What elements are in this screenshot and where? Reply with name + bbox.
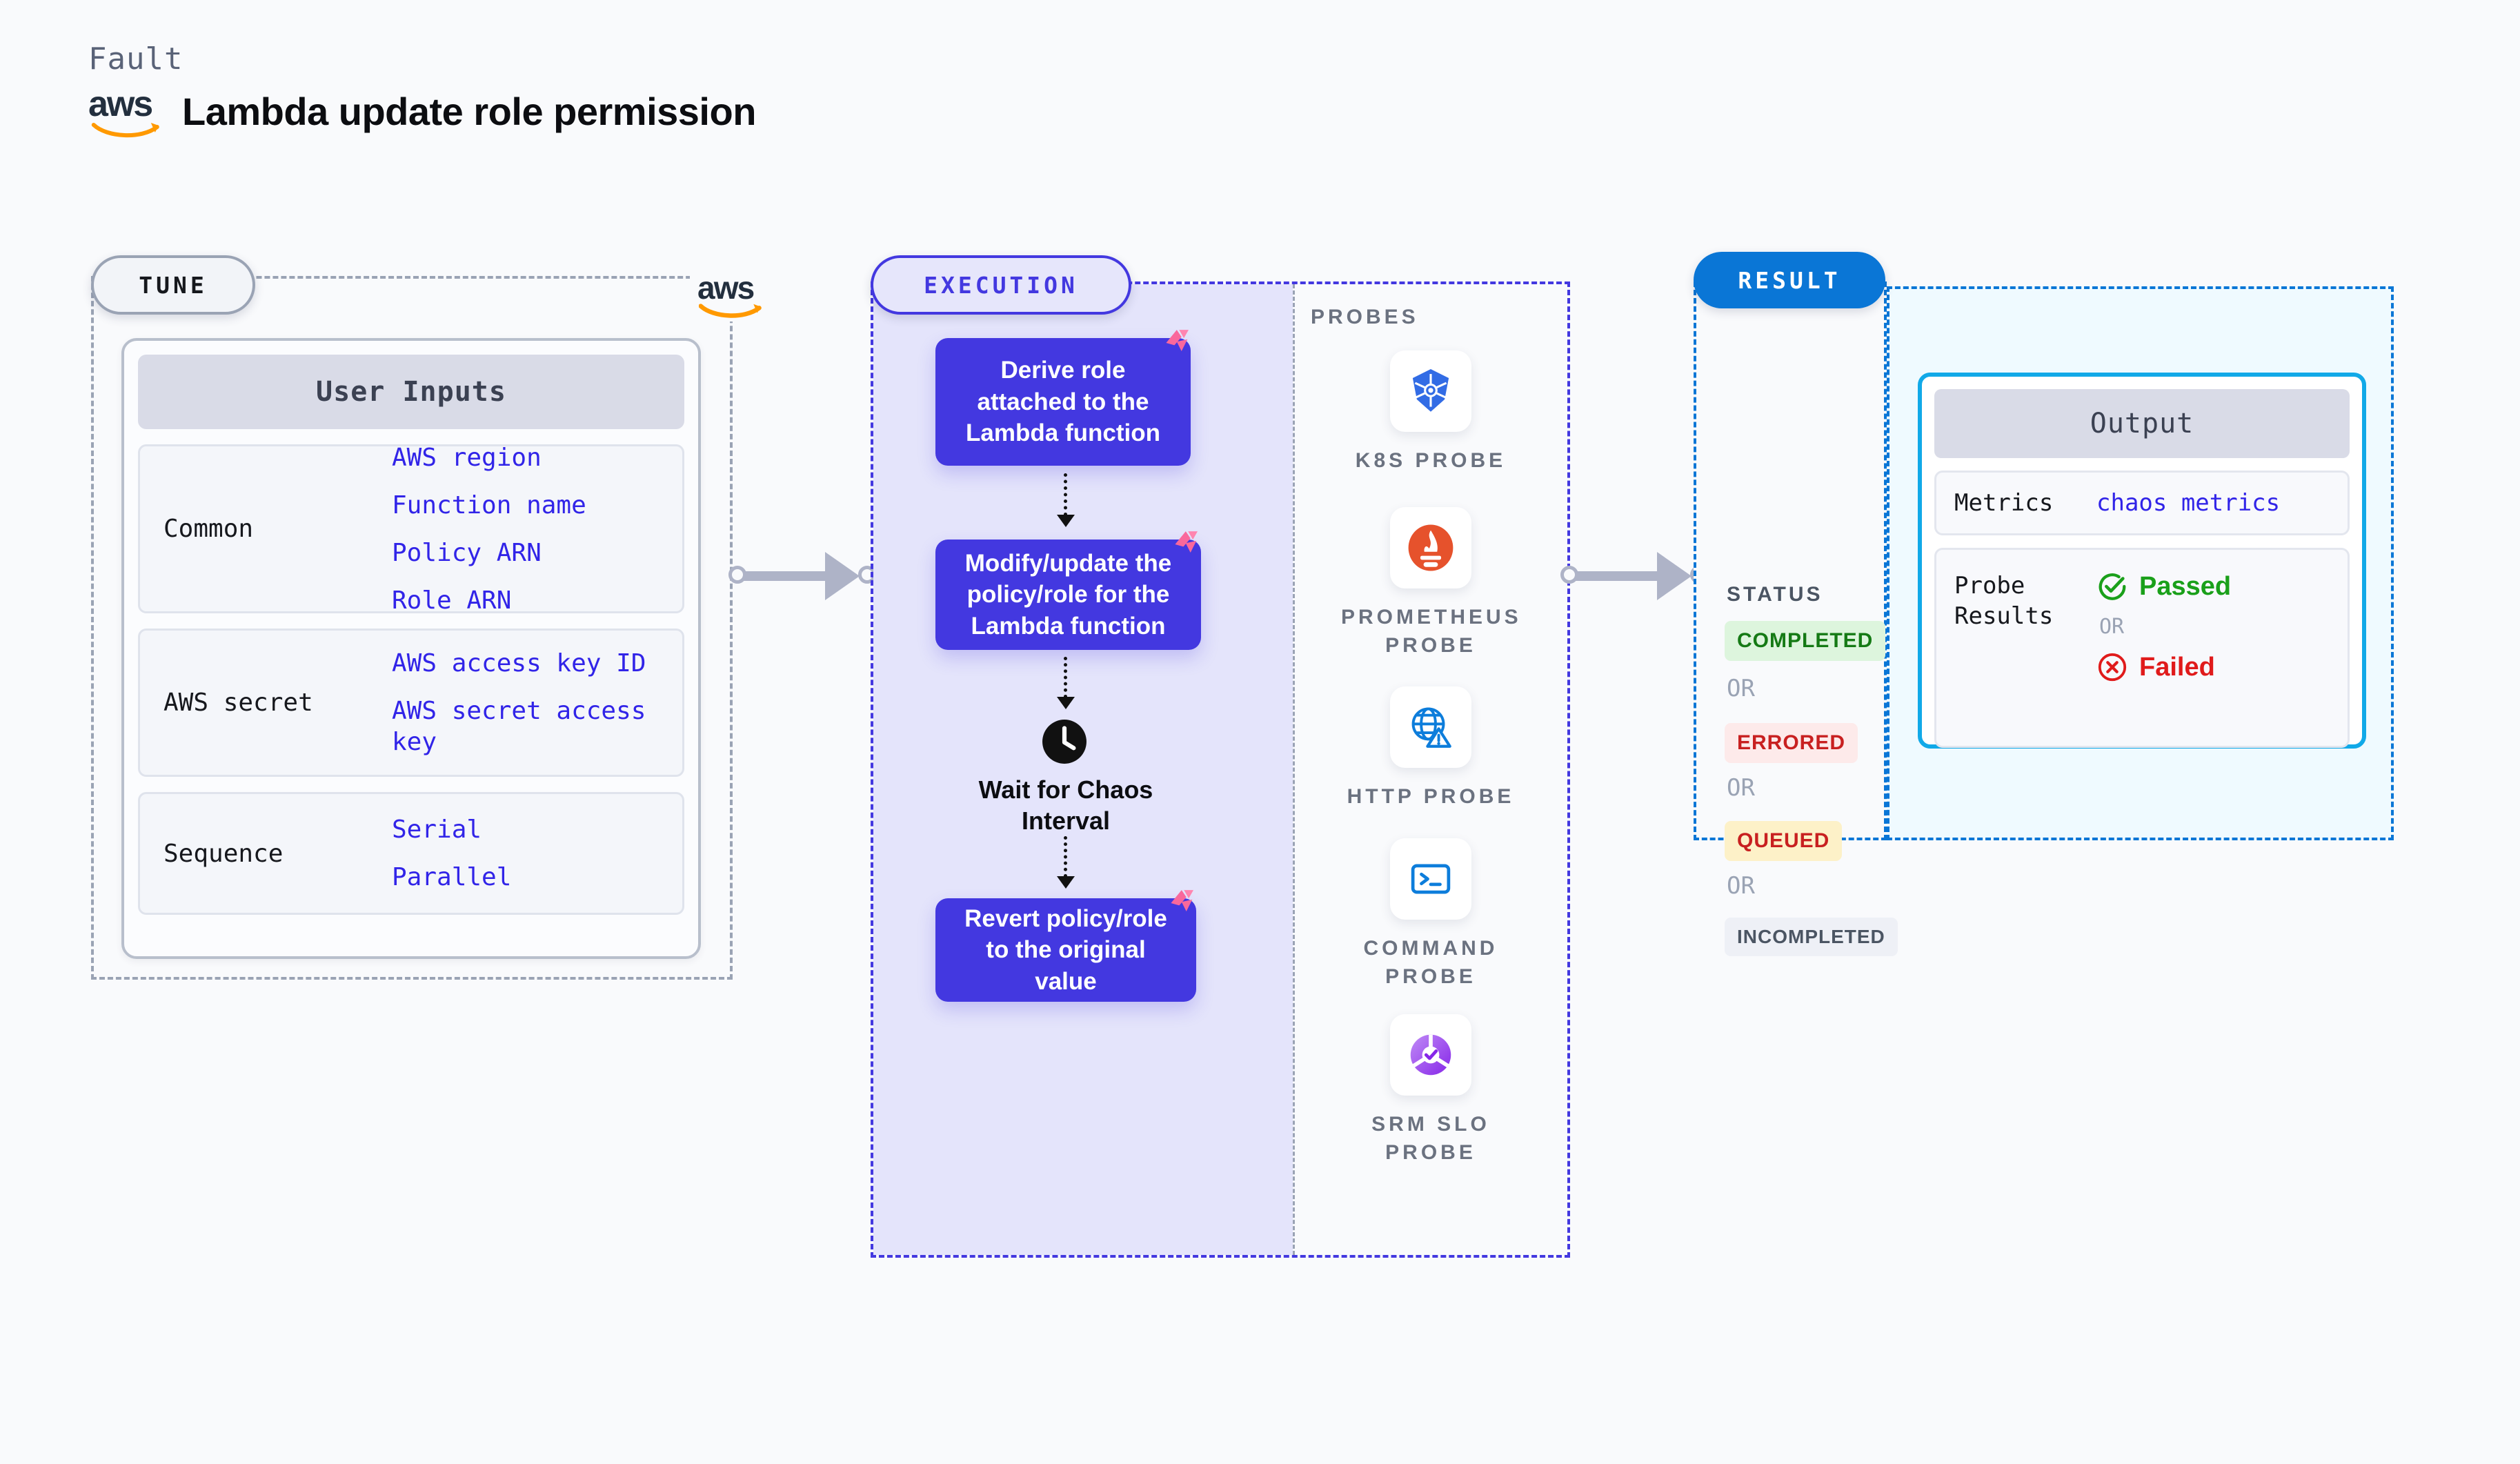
litmus-icon [1166, 330, 1189, 351]
probe-label: K8S PROBE [1355, 449, 1507, 472]
flow-connector [1064, 473, 1070, 516]
flow-node: Modify/update the policy/role for the La… [935, 540, 1201, 650]
input-group-aws-secret: AWS secret AWS access key ID AWS secret … [138, 629, 684, 777]
probe-item[interactable]: HTTP PROBE [1341, 686, 1520, 811]
execution-probes-divider [1293, 284, 1295, 1255]
flow-node: Revert policy/role to the original value [935, 898, 1196, 1002]
flow-arrow-head [1057, 876, 1075, 889]
probe-label: HTTP PROBE [1347, 785, 1515, 808]
terminal-icon [1390, 838, 1471, 920]
flow-node: Derive role attached to the Lambda funct… [935, 338, 1191, 466]
input-group-label: AWS secret [163, 689, 313, 717]
probe-label: PROMETHEUS PROBE [1341, 606, 1522, 657]
probe-label: SRM SLO PROBE [1371, 1113, 1490, 1164]
input-group-common: Common AWS region Function name Policy A… [138, 443, 684, 615]
or-separator: OR [1727, 774, 1755, 802]
verdict-failed-label: Failed [2139, 652, 2215, 682]
probes-label: PROBES [1311, 306, 1419, 328]
srm-slo-icon [1390, 1014, 1471, 1096]
output-row-label: Metrics [1954, 489, 2054, 517]
flow-arrow-head [1057, 515, 1075, 527]
litmus-icon [1175, 531, 1198, 553]
output-card: Output Metrics chaos metrics Probe Resul… [1918, 373, 2366, 749]
x-circle-icon [2098, 653, 2127, 682]
probe-label: COMMAND PROBE [1363, 937, 1498, 988]
status-badge-queued: QUEUED [1725, 821, 1843, 861]
input-value: AWS region [392, 443, 542, 472]
probe-item[interactable]: PROMETHEUS PROBE [1341, 507, 1520, 660]
input-group-label: Common [163, 515, 254, 543]
flow-connector [1064, 657, 1070, 698]
or-separator: OR [1727, 675, 1755, 702]
status-badge-errored: ERRORED [1725, 723, 1858, 763]
wait-for-chaos-interval-label: Wait for Chaos Interval [978, 775, 1153, 835]
verdict-passed: Passed [2096, 571, 2231, 602]
tune-badge: TUNE [91, 255, 255, 315]
verdict-failed: Failed [2096, 651, 2231, 683]
verdict-passed-label: Passed [2139, 571, 2232, 601]
input-value: Function name [392, 491, 586, 520]
page-header: Fault aws Lambda update role permission [88, 41, 756, 138]
probe-item[interactable]: SRM SLO PROBE [1341, 1014, 1520, 1167]
connector-tune-execution [728, 552, 877, 600]
page-title: Lambda update role permission [182, 89, 756, 133]
input-group-label: Sequence [163, 839, 284, 868]
probe-item[interactable]: COMMAND PROBE [1341, 838, 1520, 991]
verdict-or: OR [2099, 615, 2125, 640]
or-separator: OR [1727, 872, 1755, 900]
output-row-value: chaos metrics [2096, 489, 2281, 517]
execution-container [871, 281, 1570, 1258]
input-value: Policy ARN [392, 538, 542, 567]
execution-badge: EXECUTION [871, 255, 1131, 315]
flow-arrow-head [1057, 697, 1075, 709]
litmus-icon [1171, 890, 1193, 911]
aws-logo-tune: aws [690, 254, 771, 322]
clock-icon [1042, 720, 1087, 764]
user-inputs-card: User Inputs Common AWS region Function n… [121, 338, 701, 959]
output-title: Output [1934, 389, 2350, 458]
output-row-metrics: Metrics chaos metrics [1934, 471, 2350, 536]
connector-execution-result [1560, 552, 1709, 600]
output-row-label: Probe Results [1954, 572, 2054, 631]
status-label: STATUS [1727, 583, 1823, 606]
input-value: Serial [392, 815, 482, 844]
fault-label: Fault [88, 41, 183, 77]
result-badge: RESULT [1694, 252, 1885, 308]
check-circle-icon [2099, 573, 2126, 601]
input-value: AWS secret access key [392, 697, 646, 756]
aws-logo: aws [88, 86, 164, 138]
input-group-sequence: Sequence Serial Parallel [138, 792, 684, 915]
tune-container [91, 276, 733, 980]
probe-item[interactable]: K8S PROBE [1341, 350, 1520, 475]
output-row-probe-results: Probe Results Passed OR Failed [1934, 548, 2350, 749]
user-inputs-title: User Inputs [138, 355, 684, 429]
input-value: Role ARN [392, 586, 512, 615]
http-globe-warning-icon [1390, 686, 1471, 768]
prometheus-icon [1390, 507, 1471, 588]
kubernetes-icon [1390, 350, 1471, 432]
status-badge-completed: COMPLETED [1725, 621, 1886, 661]
status-badge-incompleted: INCOMPLETED [1725, 918, 1898, 956]
flow-connector [1064, 836, 1070, 878]
input-value: AWS access key ID [392, 649, 646, 677]
input-value: Parallel [392, 863, 512, 891]
